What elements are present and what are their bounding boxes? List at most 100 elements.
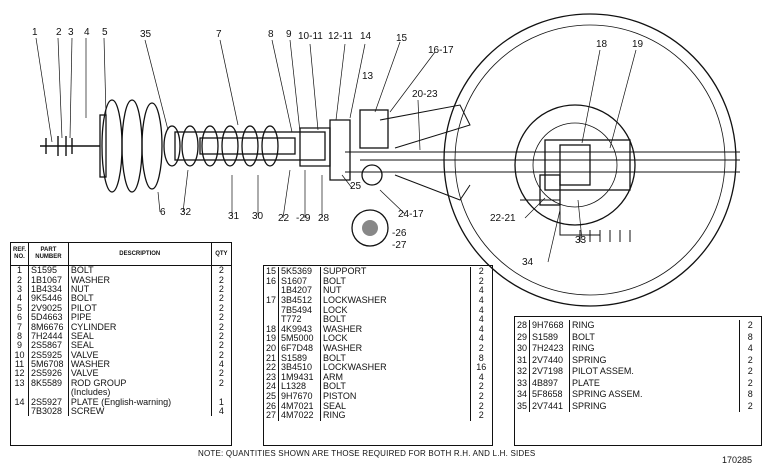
parts-table-1-frame bbox=[10, 242, 232, 446]
part-number-cell: 8M6676 bbox=[28, 322, 69, 332]
qty-cell: 4 bbox=[469, 296, 492, 306]
description-cell: ROD GROUP bbox=[67, 378, 212, 389]
callout-12-11: 12-11 bbox=[328, 31, 353, 42]
callout-28: 28 bbox=[318, 213, 330, 224]
qty-cell: 4 bbox=[469, 286, 492, 296]
callout-35: 35 bbox=[140, 29, 152, 40]
ref-no-cell bbox=[264, 305, 279, 315]
qty-cell: 2 bbox=[210, 322, 231, 332]
description-cell: VALVE bbox=[67, 369, 212, 379]
part-number-cell: T772 bbox=[278, 315, 321, 325]
part-number-cell: 6F7D48 bbox=[278, 344, 321, 354]
part-number-cell: 4M7021 bbox=[278, 401, 321, 411]
qty-cell: 8 bbox=[738, 389, 761, 401]
part-number-cell: 8K5589 bbox=[28, 378, 69, 389]
callout-14: 14 bbox=[360, 31, 372, 42]
description-cell: BOLT bbox=[319, 315, 471, 325]
qty-cell: 2 bbox=[469, 411, 492, 421]
description-cell: RING bbox=[319, 411, 471, 421]
qty-cell: 2 bbox=[469, 392, 492, 402]
callout-13: 13 bbox=[362, 71, 374, 82]
ref-no-cell: 22 bbox=[266, 362, 277, 373]
ref-no-cell: 27 bbox=[266, 410, 277, 421]
qty-cell: 4 bbox=[738, 343, 761, 355]
description-cell: CYLINDER bbox=[67, 322, 212, 332]
callout-26: -26 bbox=[392, 228, 407, 239]
description-cell: PILOT ASSEM. bbox=[568, 366, 740, 378]
description-cell: BOLT bbox=[319, 277, 471, 287]
callout-33: 33 bbox=[575, 235, 587, 246]
part-number-cell: 7B3028 bbox=[28, 406, 69, 417]
callout-9: 9 bbox=[286, 29, 292, 40]
ref-no-cell: 11 bbox=[14, 359, 25, 370]
qty-cell: 2 bbox=[210, 312, 231, 323]
seal-detail-inset bbox=[351, 209, 389, 247]
qty-cell: 1 bbox=[210, 397, 231, 407]
parts-table-2-frame bbox=[263, 265, 493, 446]
idler-hub bbox=[514, 104, 636, 226]
qty-cell: 2 bbox=[738, 366, 761, 378]
ref-no-cell: 7 bbox=[17, 321, 23, 332]
part-number-cell: 7B5494 bbox=[278, 305, 321, 315]
description-cell: NUT bbox=[319, 286, 471, 296]
quantity-note: NOTE: QUANTITIES SHOWN ARE THOSE REQUIRE… bbox=[198, 449, 536, 458]
qty-cell: 2 bbox=[210, 303, 231, 313]
description-cell: WASHER bbox=[67, 275, 212, 285]
qty-cell: 2 bbox=[210, 265, 231, 276]
ref-no-cell: 33 bbox=[517, 377, 528, 388]
callout-3: 3 bbox=[68, 27, 74, 38]
description-cell: SUPPORT bbox=[319, 267, 471, 277]
callout-8: 8 bbox=[268, 29, 274, 40]
description-cell: SPRING bbox=[568, 400, 740, 412]
part-number-cell: 1B4334 bbox=[28, 284, 69, 295]
callout-31: 31 bbox=[228, 211, 240, 222]
description-cell: (Includes) bbox=[67, 388, 212, 398]
qty-cell: 4 bbox=[469, 315, 492, 325]
qty-cell: 2 bbox=[210, 369, 231, 379]
description-cell: SPRING bbox=[568, 354, 740, 366]
ref-no-cell: 16 bbox=[266, 275, 277, 286]
description-cell: PLATE bbox=[568, 377, 740, 389]
qty-cell: 2 bbox=[210, 350, 231, 360]
ref-no-cell: 6 bbox=[17, 312, 23, 323]
part-number-cell: S1589 bbox=[278, 353, 321, 363]
description-cell: WASHER bbox=[319, 325, 471, 335]
description-cell: SEAL bbox=[67, 331, 212, 342]
qty-cell: 8 bbox=[469, 353, 492, 363]
description-cell: SEAL bbox=[319, 401, 471, 411]
description-cell: SEAL bbox=[67, 341, 212, 351]
callout-4: 4 bbox=[84, 27, 90, 38]
qty-cell: 2 bbox=[469, 267, 492, 277]
part-number-cell: 3B4510 bbox=[278, 363, 321, 373]
qty-cell: 2 bbox=[469, 277, 492, 287]
callout-20-23: 20-23 bbox=[412, 89, 438, 100]
qty-cell: 2 bbox=[210, 378, 231, 389]
description-cell: BOLT bbox=[67, 294, 212, 304]
description-cell: SPRING ASSEM. bbox=[568, 389, 740, 401]
ref-no-cell: 17 bbox=[266, 295, 277, 306]
callout-29: -29 bbox=[296, 213, 311, 224]
callout-22-21: 22-21 bbox=[490, 213, 516, 224]
ref-no-cell: 14 bbox=[14, 396, 25, 407]
